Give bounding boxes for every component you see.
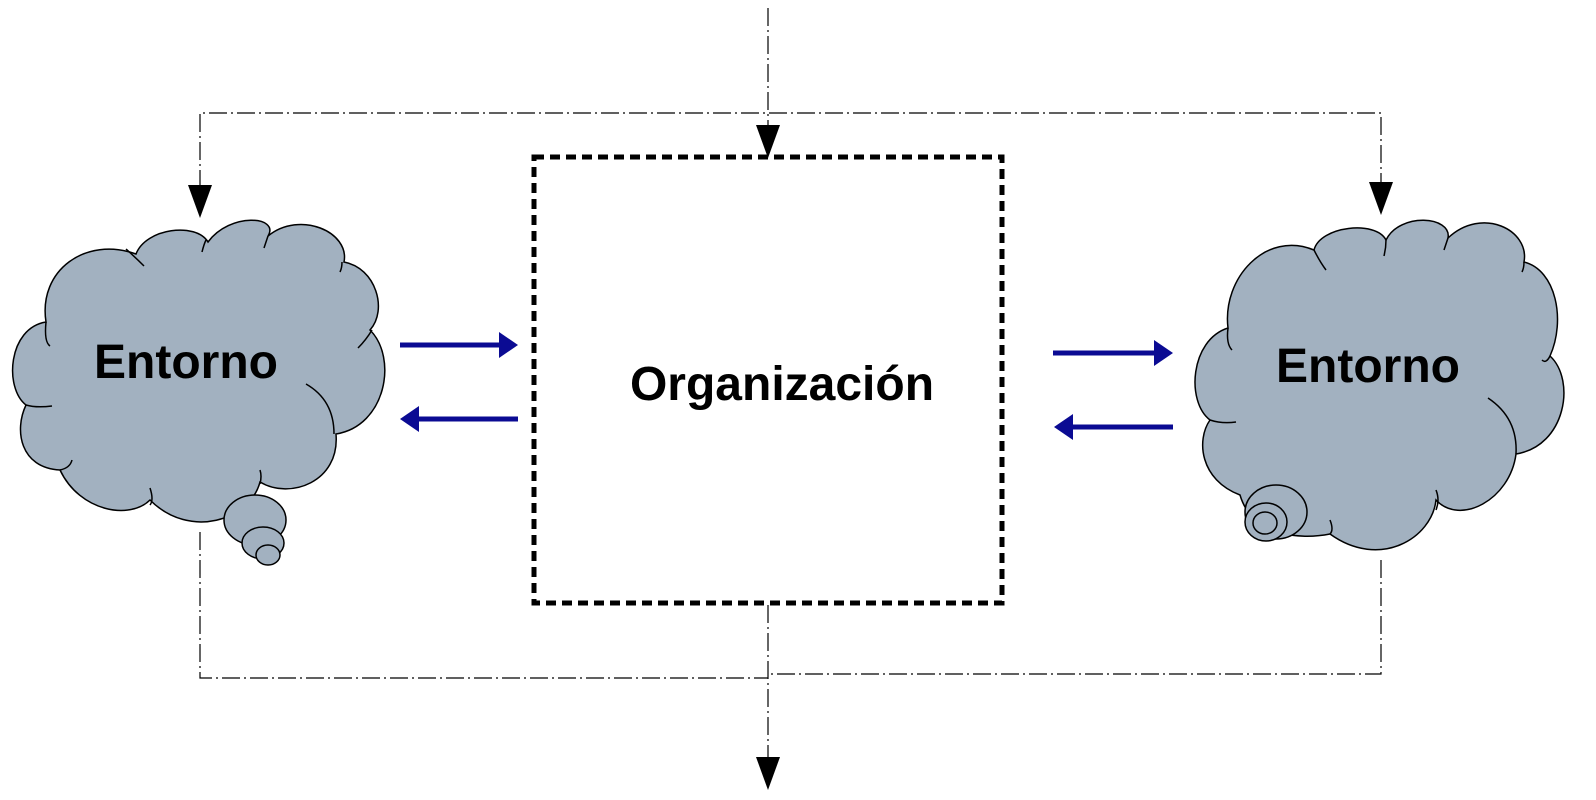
left-cloud-crease-9 <box>59 459 73 471</box>
left-cloud-crease-6 <box>305 383 335 435</box>
right-cloud-input-arrowhead-icon <box>1369 182 1393 215</box>
right-environment-label: Entorno <box>1276 340 1460 393</box>
right-to-organization-arrowhead-icon <box>1054 414 1073 440</box>
right-cloud-crease-6 <box>1487 397 1517 455</box>
left-cloud-crease-5 <box>357 329 373 349</box>
organization-to-left-arrowhead-icon <box>400 406 419 432</box>
left-cloud-crease-11 <box>259 469 262 485</box>
left-exchange-arrows <box>400 332 518 432</box>
right-cloud-crease-8 <box>1209 419 1237 424</box>
left-thought-bubble-small <box>255 544 281 566</box>
left-cloud-input-arrowhead-icon <box>188 185 212 218</box>
right-cloud-crease-3 <box>1443 237 1449 251</box>
top-distribution-line <box>199 112 1382 188</box>
right-bottom-collection-line <box>768 560 1382 675</box>
left-bottom-collection-line <box>199 532 768 679</box>
right-exchange-arrows <box>1053 340 1173 440</box>
bottom-output-arrowhead-icon <box>756 757 780 790</box>
organization-to-right-arrowhead-icon <box>1154 340 1173 366</box>
left-cloud-crease-10 <box>149 487 153 506</box>
right-cloud-crease-5 <box>1541 355 1551 363</box>
organization-label: Organización <box>630 358 934 411</box>
right-environment-cloud <box>1194 219 1565 551</box>
left-cloud-crease-2 <box>201 239 207 253</box>
right-cloud-crease-9 <box>1435 489 1439 511</box>
right-cloud-crease-2 <box>1383 239 1387 257</box>
left-cloud-crease-3 <box>263 235 269 249</box>
left-to-organization-arrowhead-icon <box>499 332 518 358</box>
left-cloud-crease-4 <box>339 261 343 273</box>
left-environment-label: Entorno <box>94 336 278 389</box>
left-cloud-crease-7 <box>44 321 51 347</box>
right-thought-bubble-small <box>1252 511 1278 535</box>
right-cloud-crease-1 <box>1313 249 1327 271</box>
right-cloud-crease-7 <box>1226 327 1233 351</box>
right-thought-cloud-icon <box>1194 219 1565 551</box>
left-cloud-crease-1 <box>125 248 145 267</box>
top-input-arrowhead-icon <box>756 125 780 158</box>
right-cloud-crease-4 <box>1521 261 1525 273</box>
right-cloud-crease-10 <box>1329 519 1333 535</box>
left-cloud-crease-8 <box>25 404 53 408</box>
left-environment-cloud <box>11 219 386 566</box>
